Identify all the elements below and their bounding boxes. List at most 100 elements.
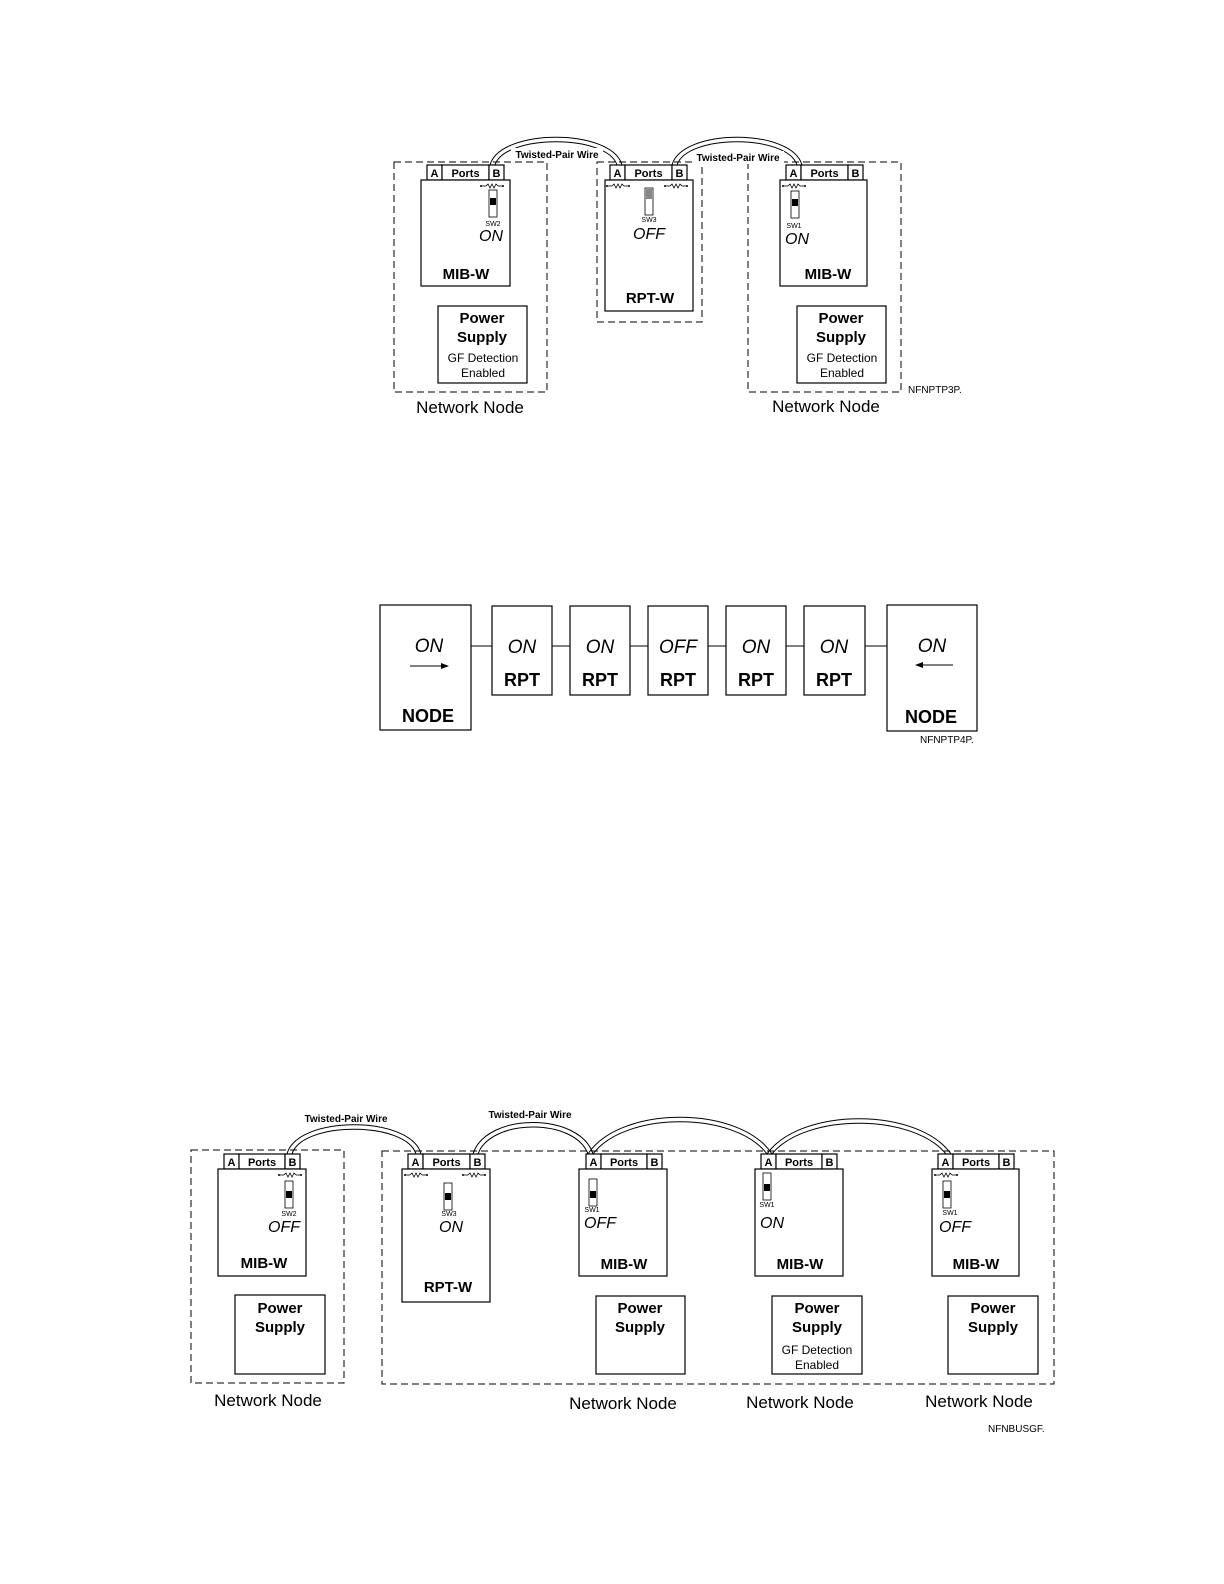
ports-label: Ports (248, 1157, 276, 1169)
rpt-state: ON (586, 637, 615, 658)
power-supply-box (437, 305, 528, 384)
switch-state: OFF (633, 226, 666, 243)
figure-id: NFNBUSGF. (988, 1424, 1045, 1435)
network-node-1-boundary (190, 1149, 345, 1384)
port-a-label: A (228, 1157, 236, 1169)
figure-1: Twisted-Pair Wire Twisted-Pair Wire A Po… (393, 136, 962, 417)
module-name: MIB-W (443, 266, 490, 283)
port-a-label: A (614, 168, 622, 180)
figure-3: Twisted-Pair Wire Twisted-Pair Wire A Po… (190, 1110, 1055, 1435)
power-supply-label-line1: Power (257, 1300, 302, 1317)
gf-detection-label: GF Detection (807, 351, 878, 365)
network-node-label: Network Node (214, 1391, 322, 1410)
power-supply-box (796, 305, 887, 384)
port-b-label: B (852, 168, 860, 180)
port-a-label: A (790, 168, 798, 180)
network-node-label: Network Node (772, 397, 880, 416)
rpt-label: RPT (582, 670, 618, 690)
ports-label: Ports (451, 168, 479, 180)
twisted-pair-cable-1a (489, 136, 623, 166)
node-label: NODE (402, 706, 454, 726)
rpt-state: OFF (659, 637, 698, 658)
gf-detection-label: GF Detection (448, 351, 519, 365)
rpt-box (569, 605, 631, 696)
dip-switch-knob-icon (944, 1191, 950, 1198)
rpt-state: ON (820, 637, 849, 658)
network-node-right-boundary (747, 161, 902, 393)
switch-label: SW3 (441, 1211, 456, 1218)
gf-enabled-label: Enabled (795, 1358, 839, 1372)
gf-enabled-label: Enabled (461, 366, 505, 380)
power-supply-box (234, 1294, 326, 1375)
twisted-pair-label-1: Twisted-Pair Wire (515, 150, 599, 161)
port-b-label: B (676, 168, 684, 180)
dip-switch-icon (644, 187, 654, 216)
network-node-label: Network Node (925, 1392, 1033, 1411)
power-supply-label-line2: Supply (255, 1319, 306, 1336)
network-bus-boundary (381, 1150, 1055, 1385)
switch-label: SW1 (584, 1207, 599, 1214)
power-supply-box (595, 1295, 686, 1375)
power-supply-box (947, 1295, 1039, 1375)
power-supply-label-line1: Power (818, 310, 863, 327)
power-supply-label-line2: Supply (816, 329, 867, 346)
switch-label: SW1 (786, 223, 801, 230)
twisted-pair-cable-2b (676, 141, 798, 166)
port-b-label: B (474, 1157, 482, 1169)
module-name: RPT-W (626, 290, 675, 307)
figure-id: NFNPTP3P. (908, 385, 962, 396)
switch-label: SW2 (485, 221, 500, 228)
module-name: MIB-W (805, 266, 852, 283)
rpt-box (725, 605, 787, 696)
power-supply-label-line2: Supply (615, 1319, 666, 1336)
twisted-pair-label-2: Twisted-Pair Wire (488, 1110, 572, 1121)
port-b-label: B (493, 168, 501, 180)
network-node-label: Network Node (416, 398, 524, 417)
rpt-box (491, 605, 553, 696)
network-node-label: Network Node (569, 1394, 677, 1413)
ports-label: Ports (634, 168, 662, 180)
rpt-label: RPT (660, 670, 696, 690)
gf-detection-label: GF Detection (782, 1343, 853, 1357)
port-a-label: A (942, 1157, 950, 1169)
power-supply-label-line2: Supply (792, 1319, 843, 1336)
dip-switch-knob-icon (792, 199, 798, 206)
switch-state: ON (439, 1219, 463, 1236)
node-state: ON (415, 636, 444, 657)
power-supply-label-line2: Supply (457, 329, 508, 346)
node-box-right (886, 604, 978, 732)
dip-switch-knob-icon (445, 1193, 451, 1200)
node-box-left (379, 604, 472, 731)
rpt-state: ON (508, 637, 537, 658)
module-name: MIB-W (777, 1256, 824, 1273)
module-name: RPT-W (424, 1279, 473, 1296)
twisted-pair-cable-1b (494, 141, 618, 166)
power-supply-label-line2: Supply (968, 1319, 1019, 1336)
port-b-label: B (289, 1157, 297, 1169)
rpt-label: RPT (504, 670, 540, 690)
figure-id: NFNPTP4P. (920, 735, 974, 746)
ports-label: Ports (610, 1157, 638, 1169)
dip-switch-knob-icon (490, 198, 496, 205)
twisted-pair-label-1: Twisted-Pair Wire (304, 1114, 388, 1125)
dip-switch-knob-icon (590, 1191, 596, 1198)
node-label: NODE (905, 707, 957, 727)
module-name: MIB-W (241, 1255, 288, 1272)
switch-state: OFF (939, 1219, 972, 1236)
switch-label: SW3 (641, 217, 656, 224)
module-name: MIB-W (953, 1256, 1000, 1273)
switch-state: OFF (268, 1219, 301, 1236)
port-b-label: B (651, 1157, 659, 1169)
ports-label: Ports (962, 1157, 990, 1169)
rpt-label: RPT (816, 670, 852, 690)
rpt-box (803, 605, 866, 696)
power-supply-label-line1: Power (459, 310, 504, 327)
switch-state: ON (479, 228, 503, 245)
port-a-label: A (431, 168, 439, 180)
network-node-label: Network Node (746, 1393, 854, 1412)
module-name: MIB-W (601, 1256, 648, 1273)
power-supply-label-line1: Power (970, 1300, 1015, 1317)
switch-label: SW2 (281, 1211, 296, 1218)
switch-state: ON (785, 231, 809, 248)
